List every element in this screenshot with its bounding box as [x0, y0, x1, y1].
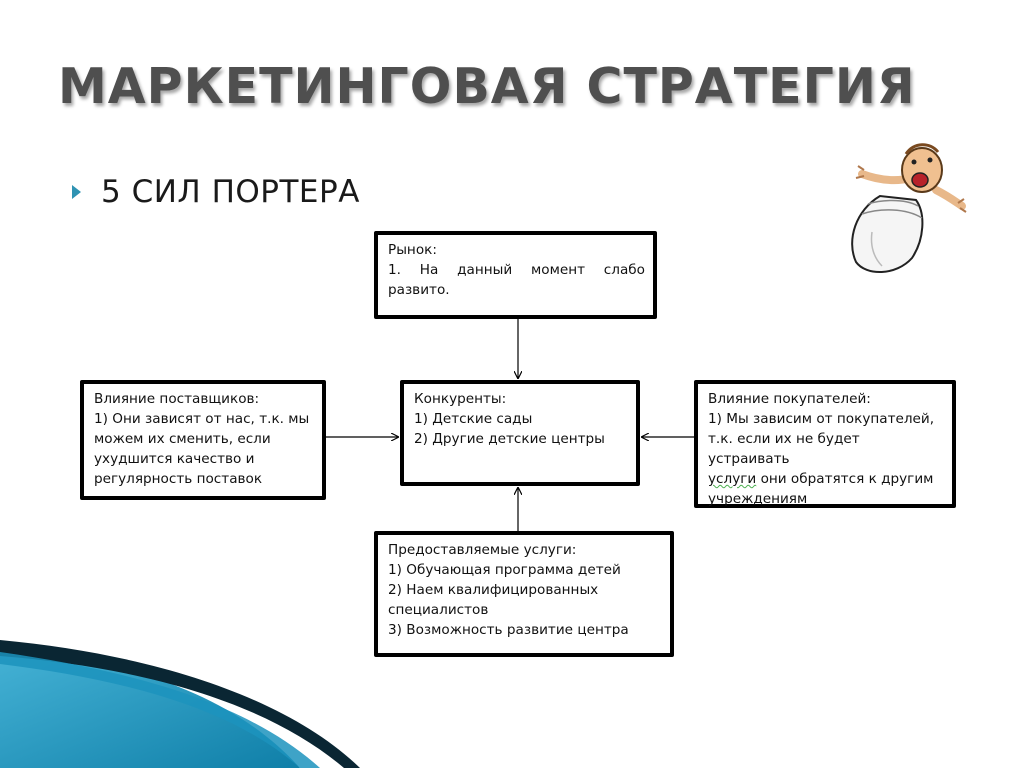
- slide-title: МАРКЕТИНГОВАЯ СТРАТЕГИЯ: [58, 58, 916, 115]
- buyers-line: т.к. если их не будет устраивать: [708, 431, 860, 467]
- buyers-line-rest: они обратятся к другим: [760, 471, 934, 487]
- market-line: 1. На данный момент слабо: [388, 262, 645, 278]
- suppliers-box: Влияние поставщиков: 1) Они зависят от н…: [80, 380, 326, 500]
- spellcheck-underlined-word: услуги: [708, 471, 757, 487]
- triangle-right-bullet-icon: [72, 185, 81, 199]
- market-line: развито.: [388, 282, 450, 298]
- suppliers-line: 1) Они зависят от нас, т.к. мы: [94, 411, 310, 427]
- competitors-line: 2) Другие детские центры: [414, 431, 605, 447]
- buyers-line: 1) Мы зависим от покупателей,: [708, 411, 935, 427]
- competitors-box: Конкуренты: 1) Детские сады 2) Другие де…: [400, 380, 640, 486]
- buyers-box: Влияние покупателей: 1) Мы зависим от по…: [694, 380, 956, 508]
- bullet-item: 5 СИЛ ПОРТЕРА: [72, 170, 360, 214]
- buyers-line: учреждениям: [708, 491, 808, 507]
- services-box: Предоставляемые услуги: 1) Обучающая про…: [374, 531, 674, 657]
- market-heading: Рынок:: [388, 242, 437, 258]
- suppliers-heading: Влияние поставщиков:: [94, 391, 260, 407]
- suppliers-line: ухудшится качество и: [94, 451, 255, 467]
- competitors-heading: Конкуренты:: [414, 391, 507, 407]
- services-line: 3) Возможность развитие центра: [388, 622, 629, 638]
- buyers-heading: Влияние покупателей:: [708, 391, 871, 407]
- services-line: специалистов: [388, 602, 489, 618]
- suppliers-line: можем их сменить, если: [94, 431, 271, 447]
- services-line: 2) Наем квалифицированных: [388, 582, 599, 598]
- market-box: Рынок: 1. На данный момент слабо развито…: [374, 231, 657, 319]
- services-line: 1) Обучающая программа детей: [388, 562, 621, 578]
- suppliers-line: регулярность поставок: [94, 471, 263, 487]
- services-heading: Предоставляемые услуги:: [388, 542, 577, 558]
- competitors-line: 1) Детские сады: [414, 411, 533, 427]
- bullet-text: 5 СИЛ ПОРТЕРА: [101, 174, 360, 210]
- buyers-line-with-underline: услуги они обратятся к другим: [708, 469, 944, 489]
